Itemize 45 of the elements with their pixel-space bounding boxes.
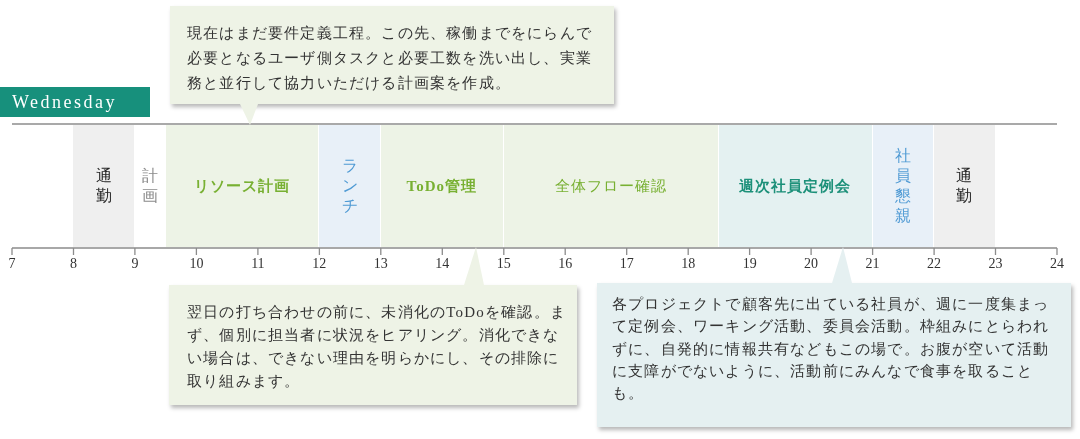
time-block [165, 125, 319, 247]
callout-pointer [832, 247, 852, 283]
tick-label: 7 [8, 256, 16, 272]
tick-label: 23 [988, 256, 1003, 272]
callout-pointer [240, 104, 258, 125]
callout-box [170, 6, 614, 104]
callout-text: 翌日の打ち合わせの前に、未消化のToDoを確認。まず、個別に担当者に状況をヒアリング。消化できない場合は、できない理由を明らかにし、その排除に取り組みます。 [187, 303, 567, 391]
tick-label: 10 [189, 256, 204, 272]
block-label: 通勤 [95, 166, 113, 206]
tick-label: 11 [251, 256, 265, 272]
tick-label: 9 [131, 256, 139, 272]
tick-label: 19 [742, 256, 757, 272]
time-block [380, 125, 503, 247]
tick-label: 15 [496, 256, 511, 272]
tick-label: 12 [312, 256, 327, 272]
callout-box [169, 285, 577, 405]
block-label: 計画 [141, 166, 159, 206]
time-block [503, 125, 718, 247]
tick-label: 24 [1050, 256, 1064, 272]
tick-label: 22 [927, 256, 942, 272]
tick-label: 13 [373, 256, 388, 272]
block-label: ToDo管理 [406, 177, 477, 196]
tick-label: 14 [435, 256, 450, 272]
tick-label: 20 [804, 256, 819, 272]
block-label: 通勤 [955, 166, 973, 206]
block-label: 社員懇親 [894, 146, 912, 226]
time-block [718, 125, 872, 247]
block-label: リソース計画 [194, 177, 290, 196]
callout-box [597, 283, 1071, 427]
callout-text: 各プロジェクトで顧客先に出ている社員が、週に一度集まって定例会、ワーキング活動、委員会活動。枠組みにとらわれずに、自発的に情報共有などもこの場で。お腹が空いて活動に支障がでないように、活動前にみんなで食事を取ることも。 [612, 295, 1051, 404]
time-block [73, 125, 134, 247]
day-tab: Wednesday [0, 87, 150, 117]
tick-label: 17 [619, 256, 634, 272]
callout-pointer [464, 247, 484, 285]
tick-label: 18 [681, 256, 696, 272]
time-block [934, 125, 995, 247]
tick-label: 8 [69, 256, 77, 272]
callout-text: 現在はまだ要件定義工程。この先、稼働までをにらんで必要となるユーザ側タスクと必要工数を洗い出し、実業務と並行して協力いただける計画案を作成。 [187, 24, 593, 93]
time-block [872, 125, 934, 247]
time-block [319, 125, 380, 247]
block-label: ランチ [341, 156, 359, 216]
block-label: 週次社員定例会 [739, 177, 852, 196]
block-label: 全体フロー確認 [554, 177, 667, 196]
tick-label: 21 [865, 256, 880, 272]
tick-label: 16 [558, 256, 573, 272]
